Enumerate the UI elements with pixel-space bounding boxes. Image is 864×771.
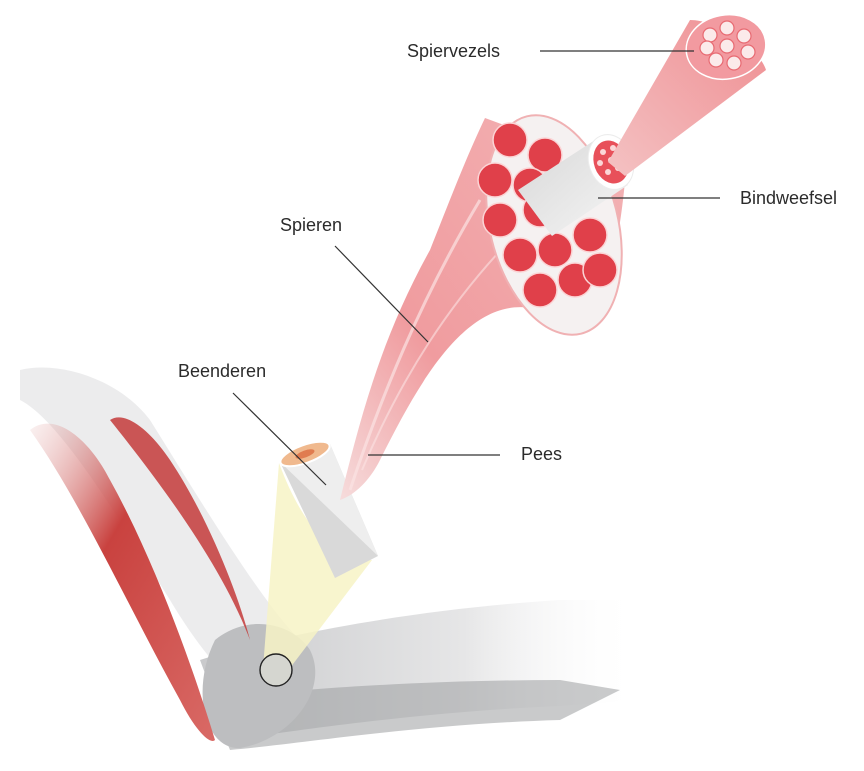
muscle-fiber — [720, 21, 734, 35]
label-spiervezels: Spiervezels — [407, 42, 500, 60]
muscle-bundle — [583, 253, 617, 287]
muscle-bundle — [503, 238, 537, 272]
joint-marker — [260, 654, 292, 686]
muscle-fiber-cone — [608, 9, 771, 176]
muscle-fiber — [703, 28, 717, 42]
fiber-dot — [597, 160, 603, 166]
muscle-fiber — [700, 41, 714, 55]
muscle-bundle — [493, 123, 527, 157]
fiber-dot — [605, 169, 611, 175]
muscle-fiber — [741, 45, 755, 59]
label-pees: Pees — [521, 445, 562, 463]
fiber-dot — [600, 149, 606, 155]
muscle-fiber — [720, 39, 734, 53]
muscle-bundle — [478, 163, 512, 197]
muscle-bundle — [523, 273, 557, 307]
label-bindweefsel: Bindweefsel — [740, 189, 837, 207]
muscle-fiber — [709, 53, 723, 67]
muscle-bundle — [538, 233, 572, 267]
label-beenderen: Beenderen — [178, 362, 266, 380]
muscle-bundle — [573, 218, 607, 252]
label-spieren: Spieren — [280, 216, 342, 234]
muscle-fiber — [727, 56, 741, 70]
muscle-fiber — [737, 29, 751, 43]
muscle-bundle — [483, 203, 517, 237]
